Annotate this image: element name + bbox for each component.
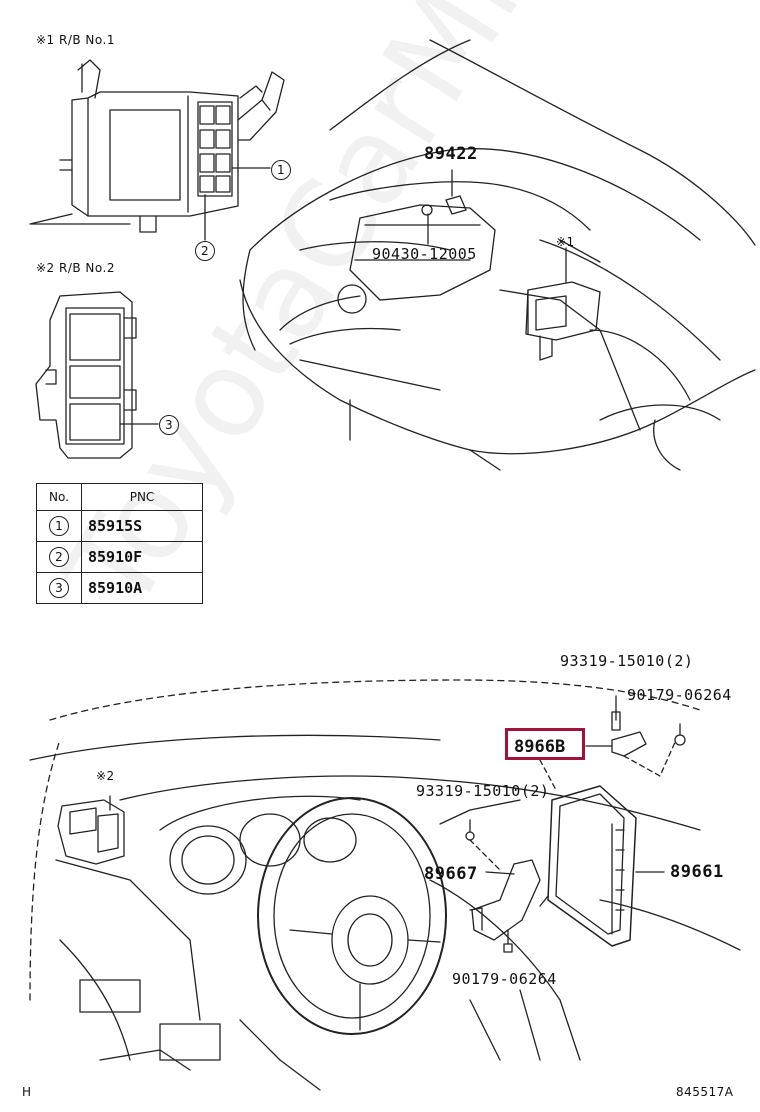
table-row: 2 85910F [36,541,203,573]
table-header-no: No. [36,483,82,511]
callout-3: 3 [159,415,179,435]
rb1-header: ※1 R/B No.1 [36,33,115,47]
table-row: 1 85915S [36,510,203,542]
part-90179-06264-top-label: 90179-06264 [627,686,732,704]
footer-left: H [22,1085,32,1099]
relay-block-1-drawing [29,59,285,241]
star2-marker: ※2 [96,769,115,783]
part-8966B-label: 8966B [514,737,566,757]
table-cell-pnc: 85910F [81,541,203,573]
table-cell-no: 3 [36,572,82,604]
pnc-table: No. PNC 1 85915S 2 85910F 3 85910A [36,483,203,604]
table-header-pnc: PNC [81,483,203,511]
relay-block-2-drawing [35,291,159,459]
part-89667-label: 89667 [424,864,478,884]
row-number-circle: 2 [49,547,69,567]
rb2-header: ※2 R/B No.2 [36,261,115,275]
part-93319-15010-mid-label: 93319-15010(2) [416,782,550,800]
star1-marker: ※1 [556,235,575,249]
part-89661-label: 89661 [670,862,724,882]
callout-2: 2 [195,241,215,261]
highlighted-part-8966B[interactable]: 8966B [505,728,585,760]
illustration-code: 845517A [676,1085,734,1099]
table-cell-no: 1 [36,510,82,542]
table-cell-no: 2 [36,541,82,573]
dashboard-drawing [29,679,741,1091]
part-89422-label: 89422 [424,144,478,164]
pnc-table-header-row: No. PNC [36,483,203,511]
part-90430-12005-label: 90430-12005 [372,245,477,263]
table-cell-pnc: 85910A [81,572,203,604]
part-90179-06264-bottom-label: 90179-06264 [452,970,557,988]
callout-1: 1 [271,160,291,180]
part-93319-15010-top-label: 93319-15010(2) [560,652,694,670]
row-number-circle: 3 [49,578,69,598]
table-row: 3 85910A [36,572,203,604]
engine-compartment-drawing [239,39,756,471]
table-cell-pnc: 85915S [81,510,203,542]
row-number-circle: 1 [49,516,69,536]
